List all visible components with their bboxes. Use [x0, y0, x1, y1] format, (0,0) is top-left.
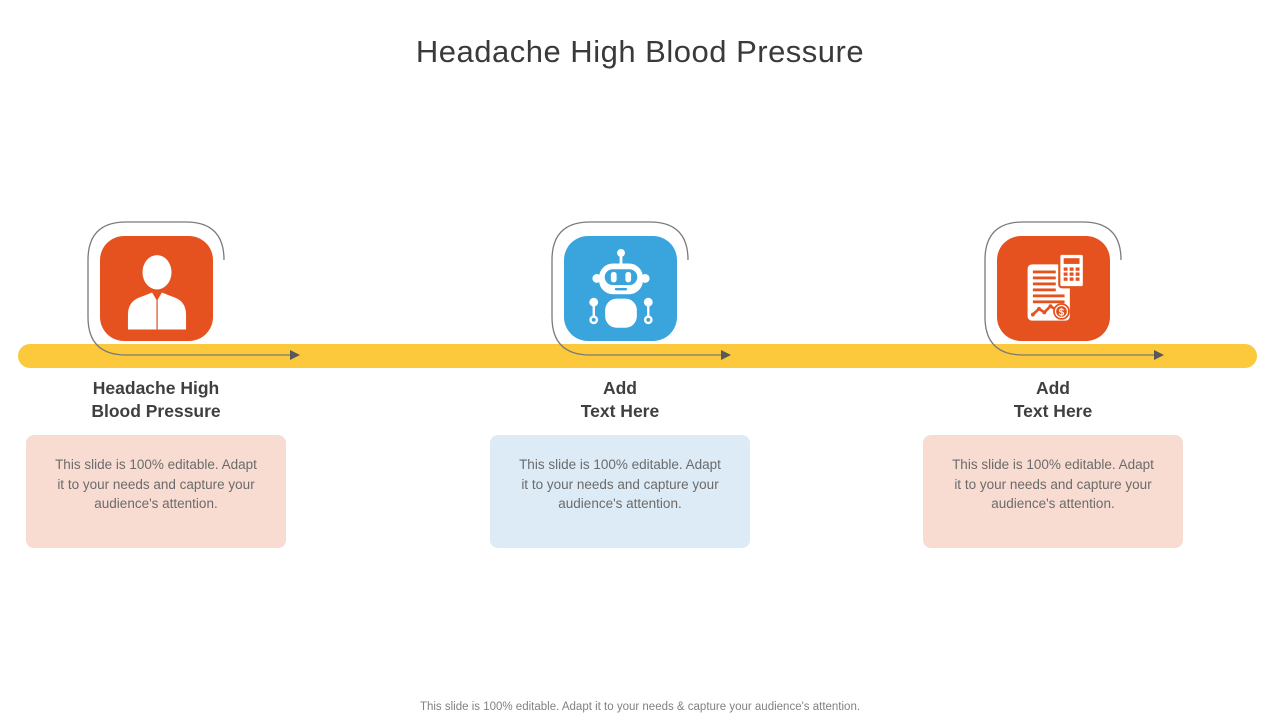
step2-description-box: This slide is 100% editable. Adapt it to…	[490, 435, 750, 548]
step1-heading-line2: Blood Pressure	[91, 401, 221, 421]
step2-heading: Add Text Here	[510, 377, 730, 423]
businessman-icon	[127, 254, 186, 329]
step3-icon-tile: $	[997, 236, 1110, 341]
step1-description-text: This slide is 100% editable. Adapt it to…	[55, 457, 257, 511]
step3-heading-line1: Add	[1035, 378, 1071, 398]
financial-report-icon: $	[1027, 252, 1085, 321]
connector-arrow-3	[984, 221, 1164, 360]
connector-arrow-1	[87, 221, 300, 360]
step2-icon-tile	[564, 236, 677, 341]
timeline-bar	[18, 344, 1257, 368]
step1-description-box: This slide is 100% editable. Adapt it to…	[26, 435, 286, 548]
step1-heading-line1: Headache High	[92, 378, 220, 398]
step3-description-box: This slide is 100% editable. Adapt it to…	[923, 435, 1183, 548]
step1-heading: Headache High Blood Pressure	[46, 377, 266, 423]
step3-heading: Add Text Here	[943, 377, 1163, 423]
robot-icon	[588, 248, 653, 328]
step3-heading-line2: Text Here	[1013, 401, 1093, 421]
step1-icon-tile	[100, 236, 213, 341]
slide-title: Headache High Blood Pressure	[415, 34, 865, 69]
slide-footer: This slide is 100% editable. Adapt it to…	[419, 701, 861, 713]
svg-text:$: $	[1058, 307, 1064, 318]
step2-heading-line2: Text Here	[580, 401, 660, 421]
connector-arrow-2	[551, 221, 731, 360]
step3-description-text: This slide is 100% editable. Adapt it to…	[952, 457, 1154, 511]
step2-heading-line1: Add	[602, 378, 638, 398]
step2-description-text: This slide is 100% editable. Adapt it to…	[519, 457, 721, 511]
